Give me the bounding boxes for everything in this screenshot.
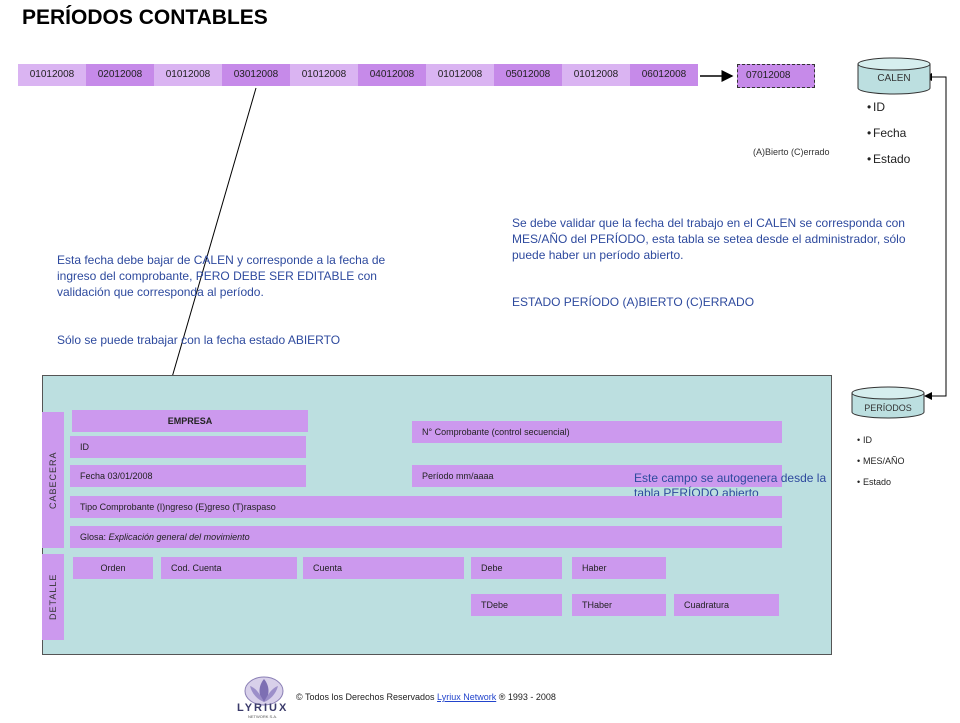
lyriux-logo: LYRIUX NETWORK S.A. bbox=[236, 674, 292, 723]
periodos-cylinder bbox=[851, 386, 925, 419]
calen-field: Estado bbox=[867, 146, 910, 172]
validation-note: Se debe validar que la fecha del trabajo… bbox=[512, 216, 906, 262]
cod-cuenta-column[interactable]: Cod. Cuenta bbox=[161, 557, 297, 579]
copyright: © Todos los Derechos Reservados Lyriux N… bbox=[296, 692, 556, 702]
lyriux-logo-mark bbox=[244, 676, 284, 706]
tdebe-total: TDebe bbox=[471, 594, 562, 616]
date-cell: 04012008 bbox=[358, 64, 426, 86]
haber-column[interactable]: Haber bbox=[572, 557, 666, 579]
periodos-field: ID bbox=[857, 430, 905, 451]
detalle-label: DETALLE bbox=[42, 554, 64, 640]
copyright-prefix: © Todos los Derechos Reservados bbox=[296, 692, 438, 702]
date-cell: 02012008 bbox=[86, 64, 154, 86]
date-cell: 01012008 bbox=[18, 64, 86, 86]
calen-field: Fecha bbox=[867, 120, 910, 146]
logo-text: LYRIUX bbox=[237, 702, 289, 714]
calen-label: CALEN bbox=[877, 73, 911, 84]
date-cell-pending: 07012008 bbox=[737, 64, 815, 88]
cabecera-label: CABECERA bbox=[42, 412, 64, 548]
empresa-field[interactable]: EMPRESA bbox=[72, 410, 308, 432]
date-cell: 03012008 bbox=[222, 64, 290, 86]
date-cell: 05012008 bbox=[494, 64, 562, 86]
cuadratura-total: Cuadratura bbox=[674, 594, 779, 616]
periodos-field: Estado bbox=[857, 472, 905, 493]
abierto-note: Sólo se puede trabajar con la fecha esta… bbox=[57, 333, 341, 347]
calen-fields: ID Fecha Estado bbox=[867, 94, 910, 172]
calen-state-note: (A)Bierto (C)errado bbox=[753, 147, 830, 157]
date-cell: 01012008 bbox=[154, 64, 222, 86]
page-title: PERÍODOS CONTABLES bbox=[22, 6, 268, 29]
lyriux-link[interactable]: Lyriux Network bbox=[437, 692, 497, 702]
tipo-comprobante-field[interactable]: Tipo Comprobante (I)ngreso (E)greso (T)r… bbox=[70, 496, 782, 518]
copyright-suffix: ® 1993 - 2008 bbox=[496, 692, 556, 702]
date-cell: 06012008 bbox=[630, 64, 698, 86]
logo-subtext: NETWORK S.A. bbox=[248, 714, 278, 719]
orden-column[interactable]: Orden bbox=[73, 557, 153, 579]
glosa-label: Glosa: bbox=[80, 532, 109, 542]
estado-note: ESTADO PERÍODO (A)BIERTO (C)ERRADO bbox=[512, 295, 755, 309]
comprobante-number-field: N° Comprobante (control secuencial) bbox=[412, 421, 782, 443]
periodo-field: Período mm/aaaa bbox=[412, 465, 782, 487]
cuenta-column[interactable]: Cuenta bbox=[303, 557, 464, 579]
arrow-calen-periodos bbox=[930, 76, 947, 397]
thaber-total: THaber bbox=[572, 594, 666, 616]
date-cell: 01012008 bbox=[562, 64, 630, 86]
date-strip: 01012008 02012008 01012008 03012008 0101… bbox=[18, 64, 698, 86]
date-cell: 01012008 bbox=[426, 64, 494, 86]
glosa-field[interactable]: Glosa: Explicación general del movimient… bbox=[70, 526, 782, 548]
calen-field: ID bbox=[867, 94, 910, 120]
periodos-label: PERÍODOS bbox=[864, 403, 912, 413]
debe-column[interactable]: Debe bbox=[471, 557, 562, 579]
periodos-field: MES/AÑO bbox=[857, 451, 905, 472]
fecha-note: Esta fecha debe bajar de CALEN y corresp… bbox=[57, 253, 386, 299]
id-field[interactable]: ID bbox=[70, 436, 306, 458]
periodos-fields: ID MES/AÑO Estado bbox=[857, 430, 905, 493]
calen-cylinder bbox=[857, 57, 931, 95]
fecha-field[interactable]: Fecha 03/01/2008 bbox=[70, 465, 306, 487]
date-cell: 01012008 bbox=[290, 64, 358, 86]
arrowhead-periodos bbox=[924, 392, 932, 400]
glosa-value: Explicación general del movimiento bbox=[108, 532, 250, 542]
